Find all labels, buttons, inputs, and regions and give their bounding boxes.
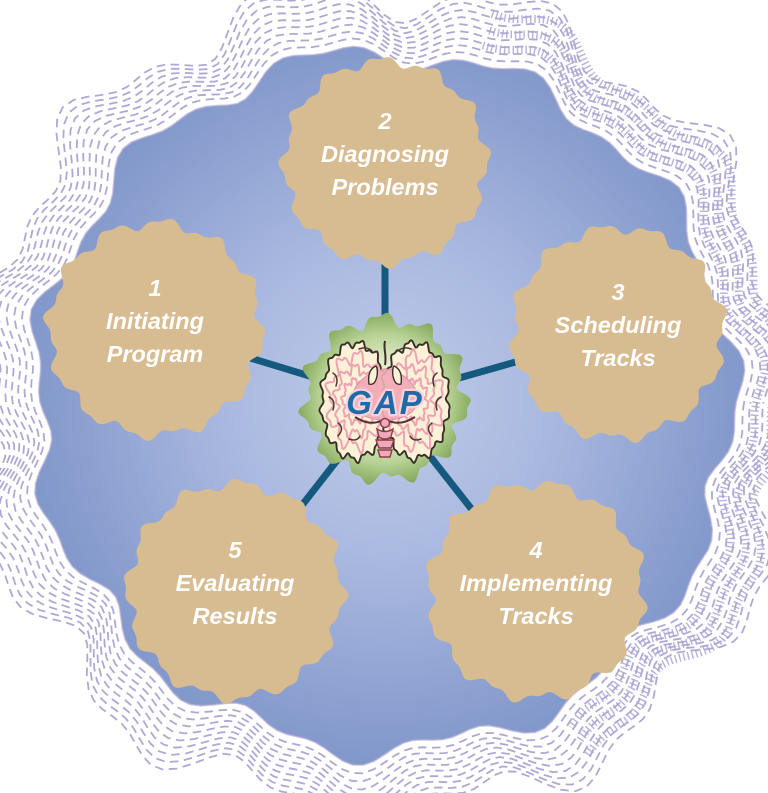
fringe-ring <box>0 10 768 793</box>
node-label-line: Evaluating <box>176 570 295 596</box>
node-label-line: Scheduling <box>555 312 682 338</box>
node-blob-evaluating-results <box>124 478 349 704</box>
node-label-line: Results <box>193 603 278 629</box>
brain-wing <box>354 416 382 424</box>
node-label-line: Program <box>107 341 204 367</box>
node-label-line: Implementing <box>460 570 613 596</box>
fringe-hatch-band <box>481 41 768 730</box>
node-label-line: Diagnosing <box>321 141 449 167</box>
node-label-line: 1 <box>148 275 161 301</box>
node-label-line: 5 <box>228 537 242 563</box>
gap-logo-text: GAP <box>346 384 424 421</box>
brain-ventricle <box>367 365 379 386</box>
node-blob-diagnosing-problems <box>278 57 491 270</box>
node-blob-initiating-program <box>43 218 266 441</box>
node-label-line: 4 <box>528 537 542 563</box>
brain-sulci <box>328 347 373 441</box>
brain-stem <box>374 417 396 458</box>
fringe-ring <box>0 3 768 793</box>
node-label-line: Tracks <box>498 603 573 629</box>
node-label-line: Problems <box>331 174 438 200</box>
node-label-line: 3 <box>611 279 624 305</box>
fringe-hatch-band <box>490 10 768 758</box>
fringe-ring <box>5 23 768 791</box>
node-blob-implementing-tracks <box>426 480 648 703</box>
node-label-line: Initiating <box>106 308 204 334</box>
node-blob-scheduling-tracks <box>508 225 728 443</box>
fringe-hatch-band <box>486 25 768 744</box>
node-label-line: 2 <box>377 108 391 134</box>
gyri-ring <box>333 365 377 439</box>
brain-midline <box>383 340 387 366</box>
fringe-ring <box>13 30 762 783</box>
node-label-line: Tracks <box>580 345 655 371</box>
gyri-ring <box>326 351 386 454</box>
center-emblem: GAP <box>298 312 471 485</box>
brain-illustration: GAP <box>319 340 449 463</box>
fringe-ring <box>21 37 754 775</box>
